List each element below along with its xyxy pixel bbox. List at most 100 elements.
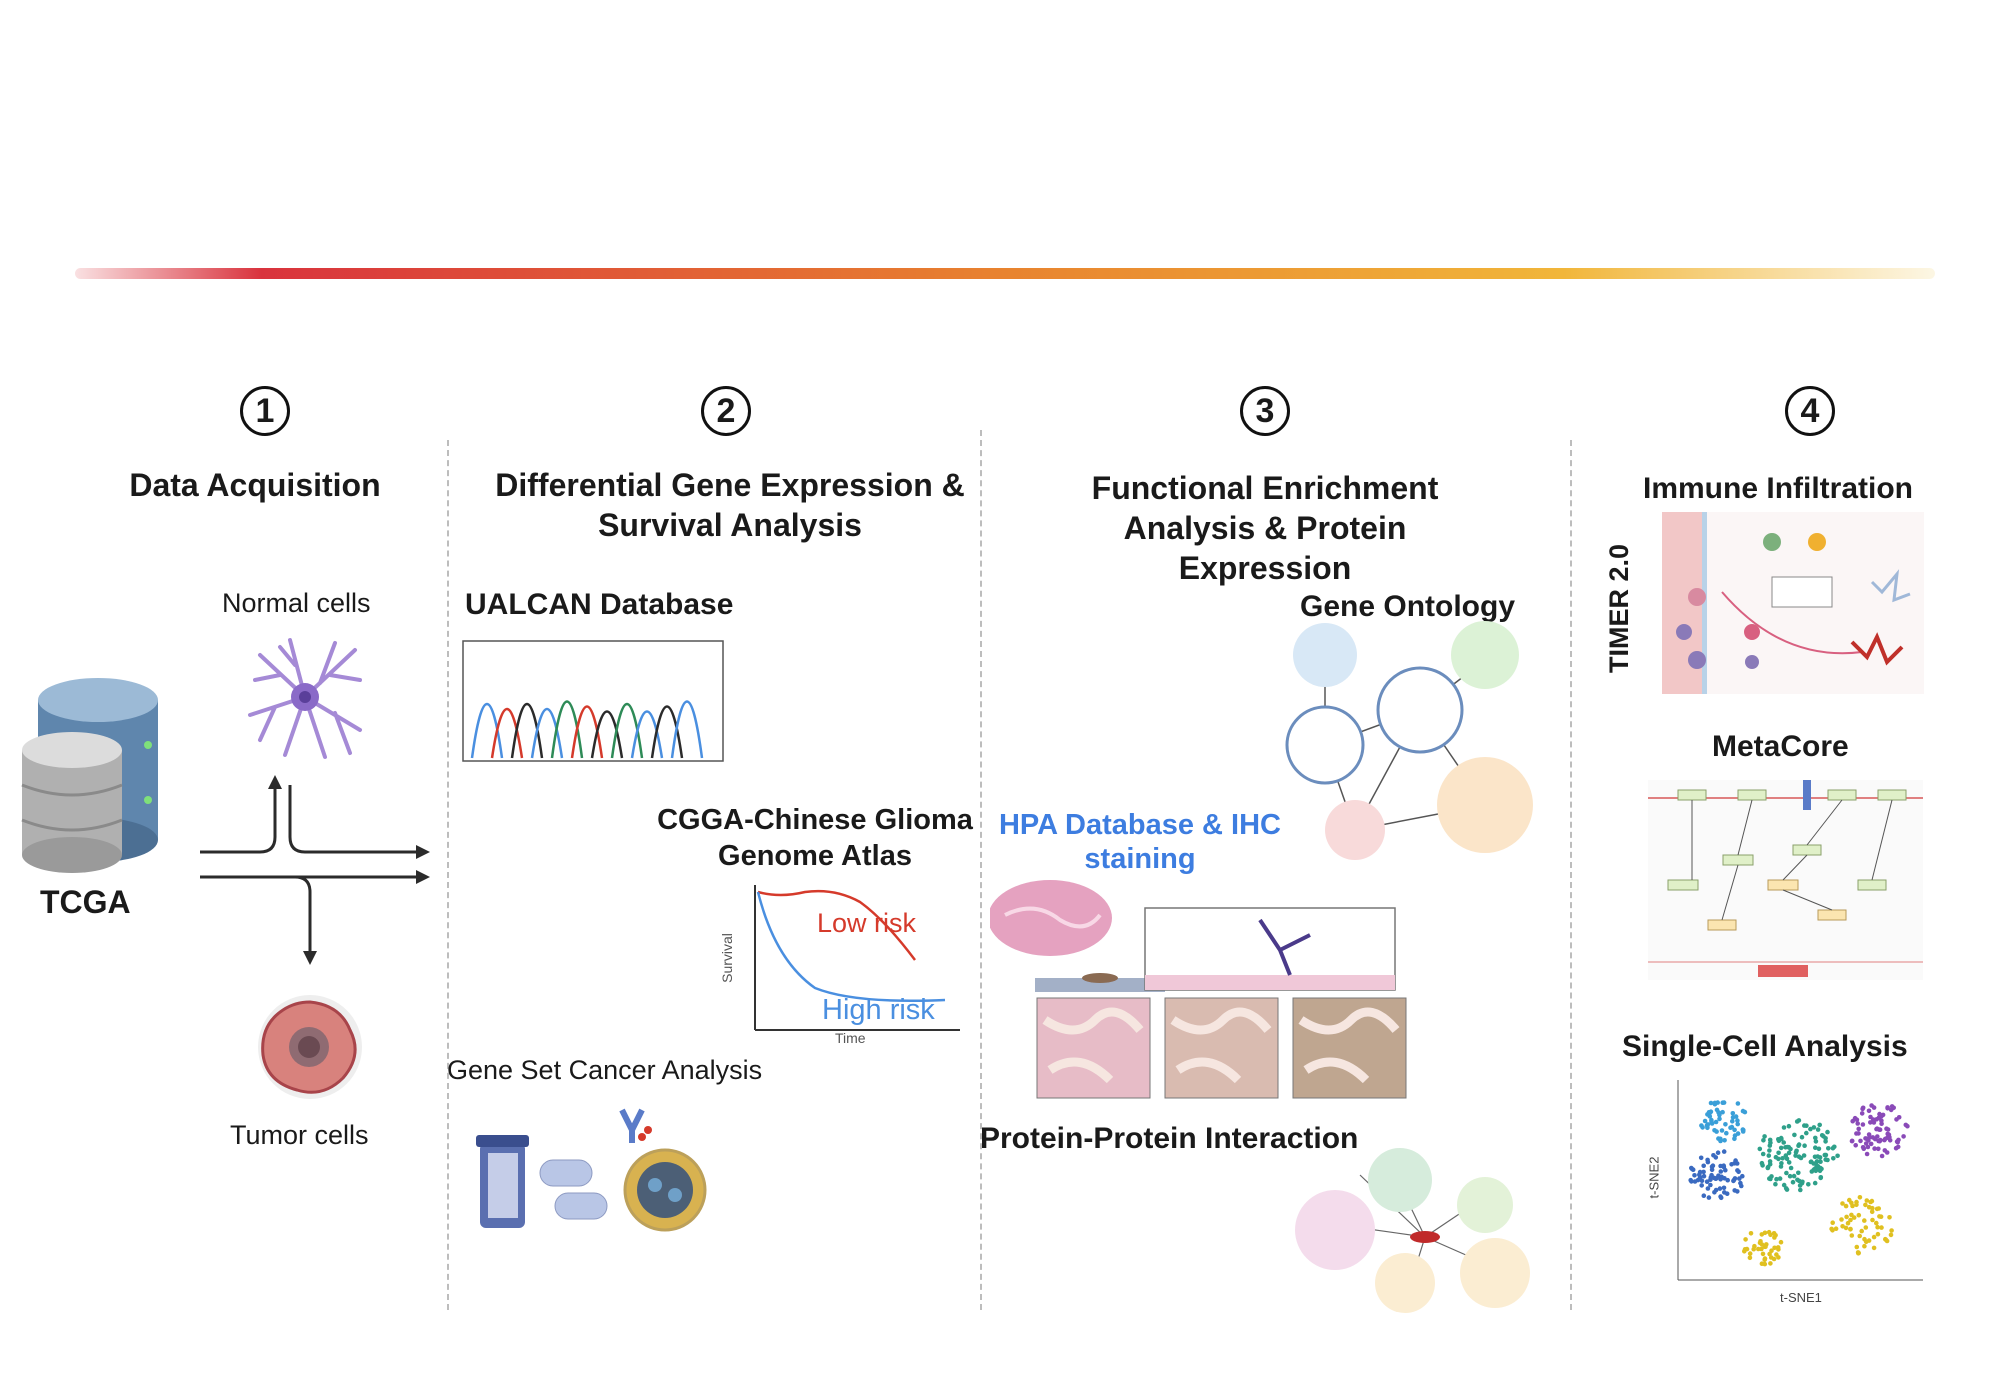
tsne-dot [1799, 1134, 1805, 1140]
tsne-dot [1844, 1214, 1849, 1220]
tsne-dot [1811, 1125, 1817, 1130]
tsne-dot [1833, 1226, 1839, 1231]
tsne-dot [1863, 1202, 1868, 1208]
normal-cells-label: Normal cells [222, 588, 371, 618]
tsne-dot [1843, 1225, 1849, 1231]
tsne-dot [1816, 1146, 1822, 1152]
tsne-dot [1813, 1135, 1818, 1141]
tsne-dot [1851, 1215, 1857, 1220]
tsne-dot [1722, 1138, 1727, 1143]
tsne-dot [1863, 1225, 1869, 1230]
tsne-dot [1776, 1255, 1781, 1260]
tsne-dot [1874, 1220, 1879, 1226]
tsne-dot [1786, 1123, 1792, 1129]
tsne-dot [1717, 1186, 1723, 1191]
tsne-dot [1774, 1176, 1779, 1182]
tsne-dot [1721, 1185, 1727, 1191]
tsne-dot [1818, 1159, 1823, 1164]
tsne-dot [1839, 1217, 1844, 1222]
tsne-dot [1732, 1188, 1737, 1193]
tsne-dot [1751, 1246, 1756, 1252]
tsne-dot [1830, 1145, 1836, 1151]
tsne-dot [1868, 1199, 1873, 1205]
tsne-dot [1715, 1150, 1721, 1155]
tsne-dot [1796, 1142, 1802, 1147]
tsne-dot [1719, 1128, 1725, 1133]
gene-ontology-network [1285, 621, 1533, 860]
ihc-staining-panel [990, 880, 1407, 1099]
tsne-dot [1762, 1257, 1767, 1263]
tsne-dot [1778, 1135, 1784, 1141]
tsne-dot [1701, 1173, 1707, 1179]
tsne-dot [1747, 1251, 1753, 1256]
tsne-dot [1856, 1126, 1861, 1132]
tsne-dot [1823, 1136, 1828, 1141]
tsne-dot [1806, 1182, 1811, 1187]
tsne-dot [1780, 1156, 1785, 1161]
tsne-dot [1871, 1234, 1877, 1240]
header-gradient-bar [75, 268, 1935, 279]
tsne-dot [1702, 1118, 1708, 1124]
tsne-dot [1709, 1119, 1714, 1125]
gene-ontology-label: Gene Ontology [1300, 590, 1516, 623]
tsne-dot [1822, 1152, 1828, 1158]
tsne-dot [1864, 1198, 1870, 1203]
tsne-dot [1781, 1125, 1787, 1130]
tsne-dot [1766, 1229, 1772, 1235]
tsne-dot [1759, 1246, 1764, 1252]
tsne-dot [1748, 1231, 1754, 1236]
tsne-dot [1715, 1100, 1720, 1105]
tsne-dot [1876, 1146, 1881, 1152]
tsne-dot [1717, 1116, 1722, 1122]
step-1-title: Data Acquisition [129, 467, 381, 503]
tsne-dot [1776, 1150, 1781, 1156]
tsne-dot [1786, 1150, 1792, 1156]
step-2-title: Differential Gene Expression & Survival … [495, 467, 965, 543]
tsne-dot [1777, 1176, 1783, 1181]
tsne-dot [1796, 1170, 1801, 1176]
tsne-dot [1811, 1167, 1816, 1173]
tsne-dot [1854, 1199, 1859, 1205]
tsne-dot [1714, 1107, 1720, 1113]
tsne-y-label: t-SNE2 [1646, 1156, 1662, 1199]
tsne-dot [1879, 1153, 1885, 1159]
tsne-dot [1815, 1127, 1821, 1132]
tsne-dot [1718, 1169, 1724, 1174]
step-2-number: 2 [701, 386, 751, 436]
hpa-label: HPA Database & IHC staining [998, 809, 1281, 875]
tsne-dot [1721, 1149, 1727, 1154]
tsne-dot [1699, 1178, 1705, 1183]
tsne-dot [1865, 1144, 1871, 1150]
tsne-dot [1713, 1187, 1719, 1193]
tsne-dot [1766, 1153, 1772, 1158]
neuron-icon [248, 638, 362, 759]
tsne-dot [1863, 1136, 1868, 1141]
timer-label: TIMER 2.0 [1604, 543, 1635, 674]
tsne-dot [1735, 1131, 1741, 1136]
tsne-dot [1797, 1183, 1803, 1188]
tsne-dot [1891, 1105, 1896, 1111]
tsne-dot [1849, 1138, 1855, 1144]
metacore-label: MetaCore [1712, 730, 1849, 763]
step-3-title: Functional Enrichment Analysis & Protein… [1091, 470, 1439, 586]
tsne-dot [1772, 1245, 1777, 1251]
tsne-dot [1760, 1251, 1766, 1257]
tsne-dot [1714, 1129, 1719, 1134]
tsne-dot [1710, 1163, 1716, 1168]
tsne-dot [1735, 1168, 1740, 1173]
tsne-dot [1737, 1176, 1742, 1181]
tsne-scatter-plot [1677, 1080, 1923, 1281]
tsne-dot [1735, 1101, 1741, 1106]
tsne-dot [1764, 1242, 1769, 1247]
tsne-dot [1884, 1238, 1890, 1244]
tcga-label: TCGA [40, 884, 131, 920]
low-risk-label: Low risk [817, 908, 917, 938]
tsne-dot [1896, 1115, 1902, 1120]
tsne-dot [1697, 1172, 1702, 1178]
tsne-dot [1801, 1153, 1807, 1158]
tsne-dot [1813, 1145, 1818, 1150]
tsne-dot [1819, 1133, 1825, 1138]
step-3-number: 3 [1240, 386, 1290, 436]
tsne-dot [1704, 1179, 1710, 1184]
tsne-dot [1724, 1191, 1730, 1196]
